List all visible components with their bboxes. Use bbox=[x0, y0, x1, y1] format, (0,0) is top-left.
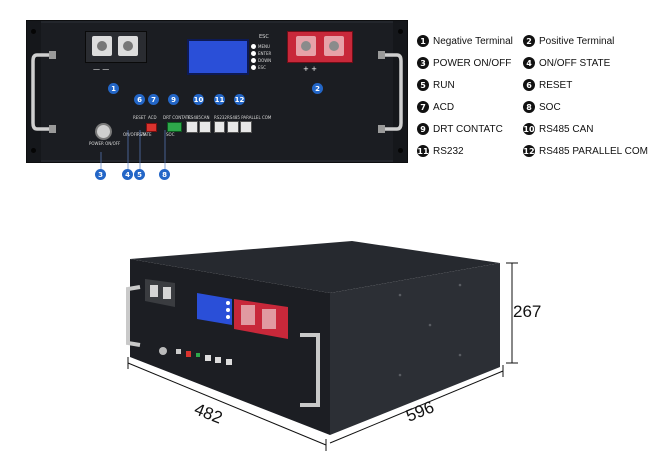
rs232-port[interactable] bbox=[214, 121, 225, 133]
enter-button[interactable] bbox=[251, 51, 256, 56]
parallel-port-a[interactable] bbox=[227, 121, 239, 133]
drt-label: DRT CONTATC bbox=[163, 115, 191, 120]
rs232-label: RS232 bbox=[214, 115, 227, 120]
soc-label: SOC bbox=[166, 132, 175, 137]
marker-9: 9 bbox=[168, 94, 179, 105]
marker-leader-lines bbox=[100, 130, 166, 170]
btn-esc-label: ESC bbox=[259, 34, 269, 40]
state-label: ON/OFF STATE bbox=[123, 132, 152, 137]
marker-4: 4 bbox=[122, 169, 133, 180]
negative-terminal bbox=[85, 31, 147, 63]
dimension-height: 267 bbox=[513, 302, 542, 321]
box-handle-left bbox=[126, 285, 141, 347]
btn-enter-label: ENTER bbox=[258, 51, 272, 56]
negative-sign: — — bbox=[93, 65, 110, 73]
box-lcd-screen bbox=[197, 293, 232, 325]
power-switch[interactable] bbox=[95, 123, 112, 140]
power-label: POWER ON/OFF bbox=[89, 141, 121, 146]
run-label: RUN bbox=[137, 132, 146, 137]
lcd-screen bbox=[187, 39, 249, 75]
box-handle-right bbox=[300, 333, 320, 407]
can-label: CAN bbox=[201, 115, 210, 120]
rack-hole bbox=[398, 29, 403, 34]
parallel-port-b[interactable] bbox=[240, 121, 252, 133]
dim-line-width bbox=[127, 362, 327, 446]
esc-button[interactable] bbox=[251, 65, 256, 70]
box-front-face bbox=[130, 259, 330, 435]
battery-front-panel: — — ESC MENU ENTER DOWN ESC + + 1 2 6 7 … bbox=[26, 20, 408, 163]
marker-7: 7 bbox=[148, 94, 159, 105]
dim-line-depth bbox=[329, 370, 504, 444]
down-button[interactable] bbox=[251, 58, 256, 63]
btn-down-label: DOWN bbox=[258, 58, 272, 63]
marker-3: 3 bbox=[95, 169, 106, 180]
acd-label: ACD bbox=[148, 115, 157, 120]
reset-label: RESET bbox=[133, 115, 146, 120]
battery-3d-view bbox=[126, 241, 518, 451]
rs485-label: RS485 bbox=[188, 115, 201, 120]
rs485-port[interactable] bbox=[186, 121, 198, 133]
marker-8: 8 bbox=[159, 169, 170, 180]
parallel-label: RS485 PARALLEL COM bbox=[227, 115, 272, 120]
can-port[interactable] bbox=[199, 121, 211, 133]
marker-1: 1 bbox=[108, 83, 119, 94]
marker-2: 2 bbox=[312, 83, 323, 94]
box-side-face bbox=[330, 263, 500, 435]
positive-sign: + + bbox=[303, 65, 317, 73]
handle-right bbox=[378, 51, 403, 133]
btn-esc2-label: ESC bbox=[258, 65, 266, 70]
positive-terminal bbox=[287, 31, 353, 63]
btn-menu-label: MENU bbox=[258, 44, 270, 49]
rack-hole bbox=[31, 29, 36, 34]
menu-button[interactable] bbox=[251, 44, 256, 49]
handle-left bbox=[31, 51, 56, 133]
rack-hole bbox=[398, 148, 403, 153]
box-top-face bbox=[130, 241, 500, 293]
marker-10: 10 bbox=[193, 94, 204, 105]
rack-hole bbox=[31, 148, 36, 153]
marker-6: 6 bbox=[134, 94, 145, 105]
marker-5: 5 bbox=[134, 169, 145, 180]
drt-contact-port bbox=[167, 122, 182, 132]
run-reset-button[interactable] bbox=[146, 123, 157, 132]
marker-11: 11 bbox=[214, 94, 225, 105]
marker-12: 12 bbox=[234, 94, 245, 105]
